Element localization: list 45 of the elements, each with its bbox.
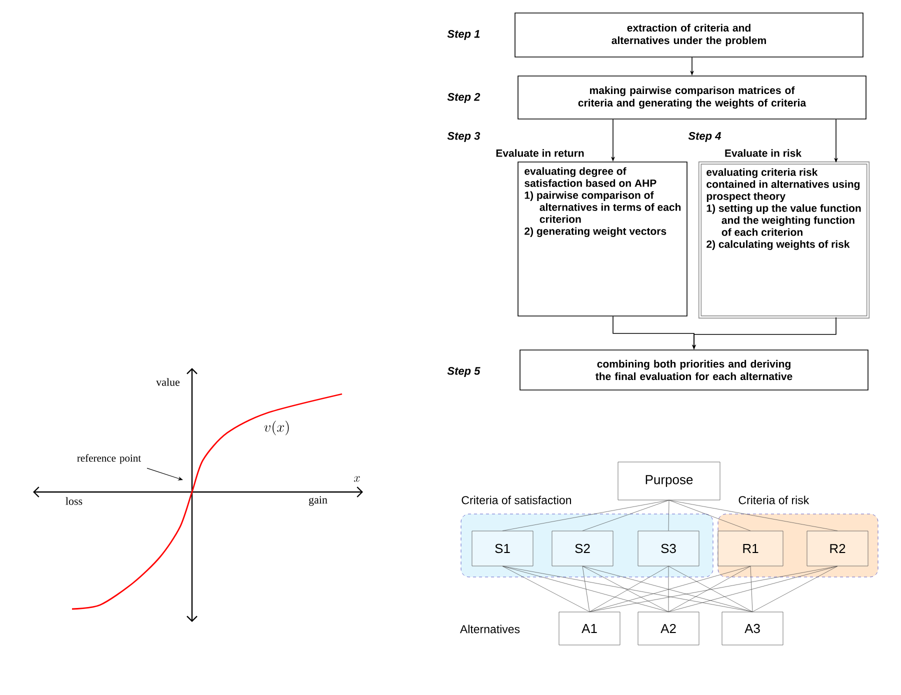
axis-label: gain [309, 496, 328, 506]
level-label: Alternatives [460, 624, 520, 634]
criterion-box: R1 [718, 530, 784, 566]
step-label: Step 1 [447, 30, 480, 40]
axis-label: value [156, 378, 180, 386]
step-label: Step 5 [447, 367, 480, 377]
process-box: evaluating degree of satisfaction based on AHP 1) pairwise comparison of alternatives in terms of each criterion 2) generating weight vectors [518, 162, 688, 316]
node-label: Criteria of risk [738, 496, 810, 504]
connector-line [668, 500, 838, 531]
connector-line [750, 566, 753, 612]
process-box: evaluating criteria risk contained in alternatives using prospect theory 1) setting up the value function and the weighting function of each criterion 2) calculating weights of risk [698, 162, 870, 318]
step-label: Step 3 [447, 132, 480, 142]
hierarchy-box: A2 [638, 612, 700, 646]
connector-line [582, 500, 670, 531]
axis-label: loss [66, 497, 82, 505]
step-label: Step 4 [688, 132, 722, 142]
connector-line [502, 566, 753, 612]
connector-line [582, 566, 590, 612]
step-label: Step 2 [447, 93, 480, 103]
node-label: Criteria of satisfaction [462, 496, 572, 504]
connector-line [668, 566, 838, 612]
leader-line [146, 468, 183, 480]
function-label: $x$ [354, 476, 360, 482]
criterion-box: S2 [552, 530, 614, 566]
connector-line [502, 566, 590, 612]
hierarchy-box: A1 [558, 612, 620, 646]
connector-line [668, 500, 670, 531]
hierarchy-box: Purpose [618, 462, 720, 500]
connector-line [502, 500, 670, 531]
process-box: combining both priorities and deriving the final evaluation for each alternative [520, 350, 868, 390]
connector-line [502, 566, 669, 612]
function-label: $v(x)$ [264, 420, 289, 436]
process-box: extraction of criteria and alternatives under the problem [514, 12, 864, 58]
branch-label: Evaluate in risk [725, 149, 802, 157]
connector-line [589, 566, 838, 612]
hierarchy-box: A3 [722, 612, 784, 646]
callout-text: reference point [77, 454, 142, 464]
connector-line [668, 500, 751, 531]
process-box: making pairwise comparison matrices of criteria and generating the weights of criteria [518, 76, 866, 120]
branch-label: Evaluate in return [496, 149, 584, 157]
criterion-box: R2 [806, 530, 868, 566]
connector-line [752, 566, 838, 612]
connector-line [668, 566, 669, 612]
criterion-box: S1 [472, 530, 534, 566]
criterion-box: S3 [638, 530, 700, 566]
